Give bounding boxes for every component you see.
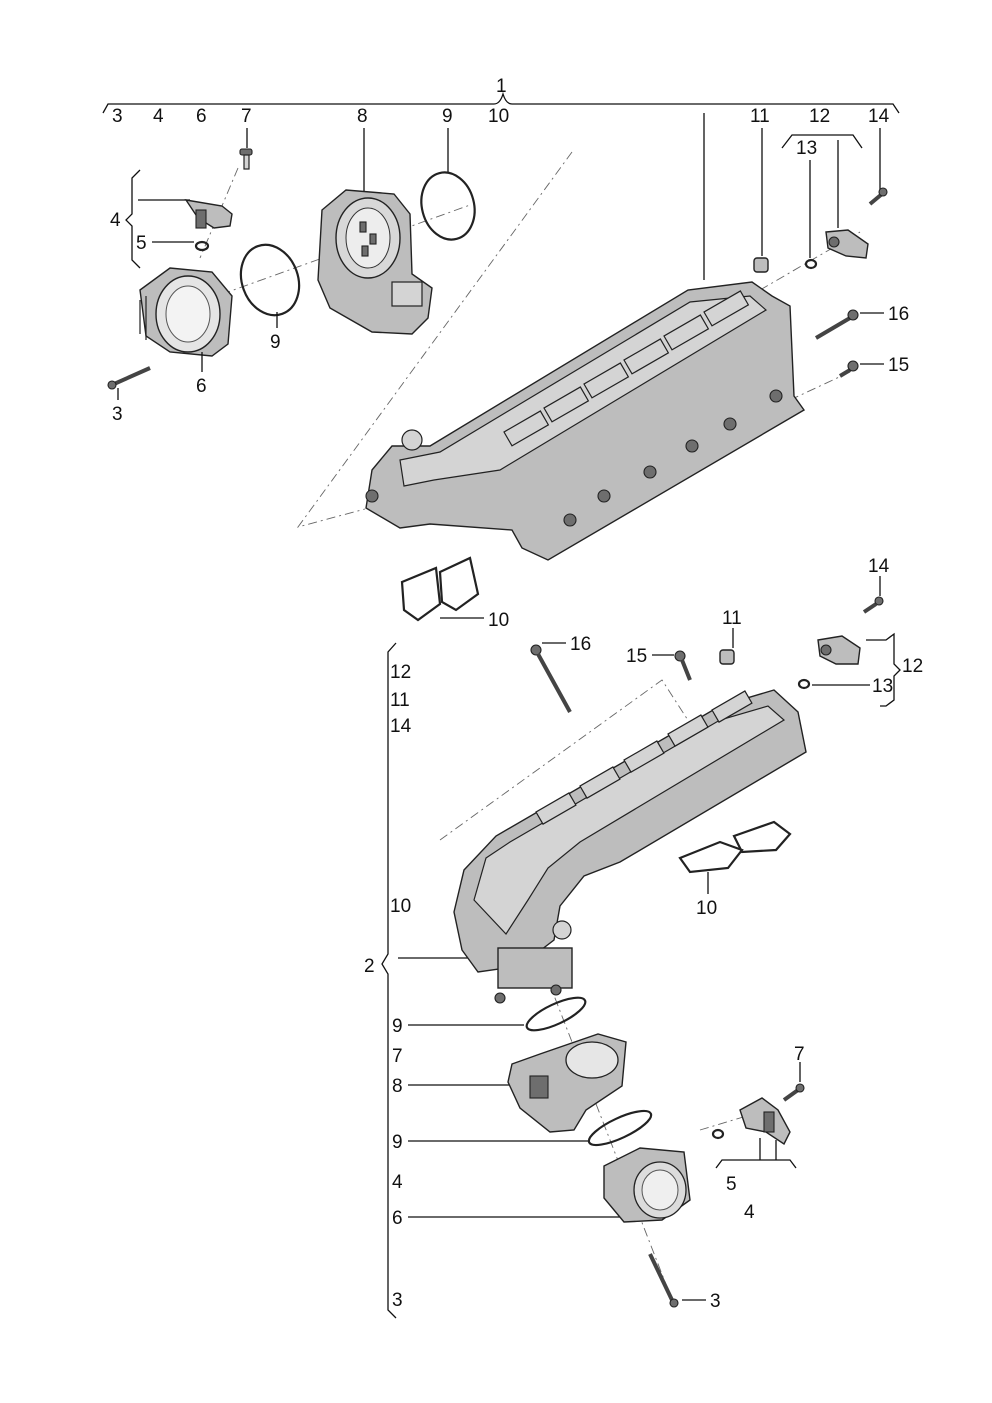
nut-11-lower bbox=[719, 649, 735, 665]
bolt-16-lower bbox=[530, 644, 572, 713]
side-label-10: 10 bbox=[390, 896, 411, 917]
flange-6-upper bbox=[139, 267, 233, 357]
callout-5-lower: 5 bbox=[726, 1174, 737, 1195]
header-label-8: 8 bbox=[357, 106, 368, 127]
callout-10-upper: 10 bbox=[488, 610, 509, 631]
callout-14-lower: 14 bbox=[868, 556, 890, 577]
upper-brace bbox=[102, 91, 900, 114]
callout-9-upper: 9 bbox=[270, 332, 281, 353]
oring-5-upper bbox=[194, 240, 210, 252]
callout-5-upper: 5 bbox=[136, 233, 147, 254]
label-assembly-2: 2 bbox=[364, 956, 375, 977]
oring-13-lower bbox=[797, 678, 811, 690]
label-assembly-1: 1 bbox=[496, 76, 507, 97]
header-label-9: 9 bbox=[442, 106, 453, 127]
callout-12-lower: 12 bbox=[902, 656, 923, 677]
header-label-12: 12 bbox=[809, 106, 830, 127]
axis-line-upper bbox=[296, 151, 573, 528]
bolt-7-upper bbox=[239, 148, 253, 170]
side-label-6: 6 bbox=[392, 1208, 403, 1229]
header-label-11: 11 bbox=[750, 106, 770, 127]
flange-6-lower bbox=[603, 1147, 691, 1223]
side-label-12: 12 bbox=[390, 662, 411, 683]
gasket-10-upper bbox=[400, 556, 480, 622]
callout-15-upper: 15 bbox=[888, 355, 909, 376]
bracket-4-lower bbox=[715, 1159, 797, 1169]
callout-4-lower: 4 bbox=[744, 1202, 755, 1223]
side-label-14: 14 bbox=[390, 716, 412, 737]
screw-15-upper bbox=[838, 360, 859, 378]
intake-manifold-upper bbox=[365, 281, 806, 561]
side-label-8: 8 bbox=[392, 1076, 403, 1097]
side-label-9a: 9 bbox=[392, 1016, 403, 1037]
bracket-12-lower bbox=[866, 632, 901, 707]
sensor-4-upper bbox=[184, 199, 233, 229]
sensor-4-lower bbox=[739, 1097, 791, 1146]
label-13-upper: 13 bbox=[796, 138, 817, 159]
throttle-body-8-lower bbox=[507, 1033, 627, 1133]
callout-3-upper: 3 bbox=[112, 404, 123, 425]
mount-bosses-upper bbox=[365, 389, 783, 527]
gasket-9-lower-top bbox=[525, 996, 587, 1032]
bolt-16-upper bbox=[814, 309, 859, 340]
bracket-4 bbox=[125, 169, 141, 269]
upper-assembly: 1 3 4 6 7 8 9 10 11 12 14 13 4 5 bbox=[102, 76, 909, 631]
side-label-11: 11 bbox=[390, 690, 410, 711]
callout-7-lower: 7 bbox=[794, 1044, 805, 1065]
runner-ports-upper bbox=[503, 290, 750, 447]
throttle-port-lower bbox=[497, 947, 573, 989]
callout-16-upper: 16 bbox=[888, 304, 909, 325]
gasket-9-upper-left bbox=[239, 243, 301, 317]
nut-11-upper bbox=[753, 257, 769, 273]
screw-15-lower bbox=[674, 650, 692, 681]
sensor-12-lower bbox=[817, 635, 861, 665]
header-label-14: 14 bbox=[868, 106, 890, 127]
header-label-10: 10 bbox=[488, 106, 509, 127]
callout-6-upper: 6 bbox=[196, 376, 207, 397]
side-label-7: 7 bbox=[392, 1046, 403, 1067]
side-label-9b: 9 bbox=[392, 1132, 403, 1153]
oring-5-lower bbox=[711, 1128, 725, 1140]
intake-manifold-lower bbox=[453, 689, 807, 1004]
bolt-14-upper bbox=[868, 187, 888, 206]
sensor-12-upper bbox=[825, 229, 869, 259]
oring-13-upper bbox=[804, 258, 818, 270]
callout-10-lower: 10 bbox=[696, 898, 717, 919]
callout-15-lower: 15 bbox=[626, 646, 647, 667]
gasket-9-upper-right bbox=[420, 171, 476, 241]
callout-11-lower: 11 bbox=[722, 608, 742, 629]
side-label-3: 3 bbox=[392, 1290, 403, 1311]
callout-16-lower: 16 bbox=[570, 634, 591, 655]
lower-assembly: 2 12 11 14 10 9 7 8 9 4 6 3 bbox=[364, 556, 923, 1319]
bolt-3-upper bbox=[107, 366, 151, 390]
runner-ports-lower bbox=[535, 690, 753, 825]
throttle-body-8-upper bbox=[317, 189, 433, 335]
header-label-4: 4 bbox=[153, 106, 164, 127]
header-label-7: 7 bbox=[241, 106, 252, 127]
header-label-6: 6 bbox=[196, 106, 207, 127]
callout-3-lower: 3 bbox=[710, 1291, 721, 1312]
side-label-4: 4 bbox=[392, 1172, 403, 1193]
header-label-3: 3 bbox=[112, 106, 123, 127]
gasket-10-lower bbox=[678, 820, 792, 874]
lower-brace bbox=[381, 642, 397, 1319]
gasket-9-lower-bottom bbox=[587, 1109, 653, 1147]
bolt-7-lower bbox=[782, 1083, 805, 1102]
callout-13-lower: 13 bbox=[872, 676, 893, 697]
bolt-3-lower bbox=[648, 1253, 679, 1308]
bolt-14-lower bbox=[862, 596, 884, 614]
callout-4-upper: 4 bbox=[110, 210, 121, 231]
bracket-12 bbox=[781, 134, 863, 149]
